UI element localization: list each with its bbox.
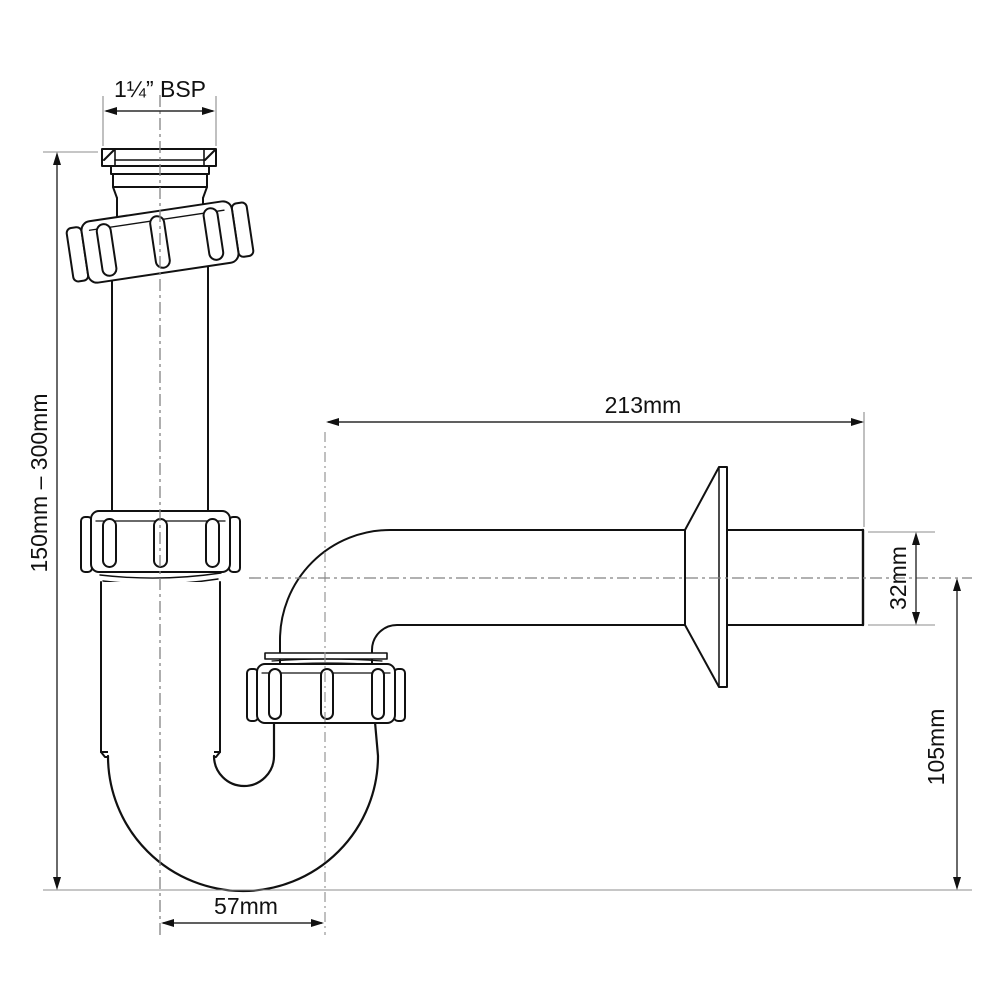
- thread-size-label: 1¼” BSP: [114, 76, 206, 102]
- outlet-diameter-label: 32mm: [885, 546, 911, 610]
- reach-label: 213mm: [605, 392, 682, 418]
- thread-collar: [264, 652, 388, 660]
- dimension-arrowheads: [53, 107, 961, 927]
- compression-nut-outlet: [246, 652, 406, 724]
- height-range-label: 150mm – 300mm: [26, 394, 52, 573]
- thread-lines: [271, 658, 383, 662]
- wall-flange: [684, 466, 728, 688]
- elbow-outer-wall: [279, 529, 864, 664]
- hatch-right: [204, 149, 216, 161]
- swivel-nut-top: [65, 200, 255, 284]
- elbow-inner-wall: [371, 624, 864, 664]
- outlet-drop-label: 105mm: [923, 709, 949, 786]
- outlet-elbow-pipe: [279, 528, 865, 666]
- u-bend-inner-wall: [212, 720, 276, 788]
- inlet-flange: [101, 148, 217, 175]
- u-bend-outer-wall: [106, 720, 380, 893]
- centerlines: [159, 95, 972, 935]
- u-bend: [106, 690, 380, 893]
- dimensions: 1¼” BSP 150mm – 300mm 213mm 32mm 105mm 5…: [26, 76, 961, 927]
- trap-offset-label: 57mm: [214, 893, 278, 919]
- extension-lines: [43, 96, 972, 891]
- hatch-left: [103, 149, 115, 161]
